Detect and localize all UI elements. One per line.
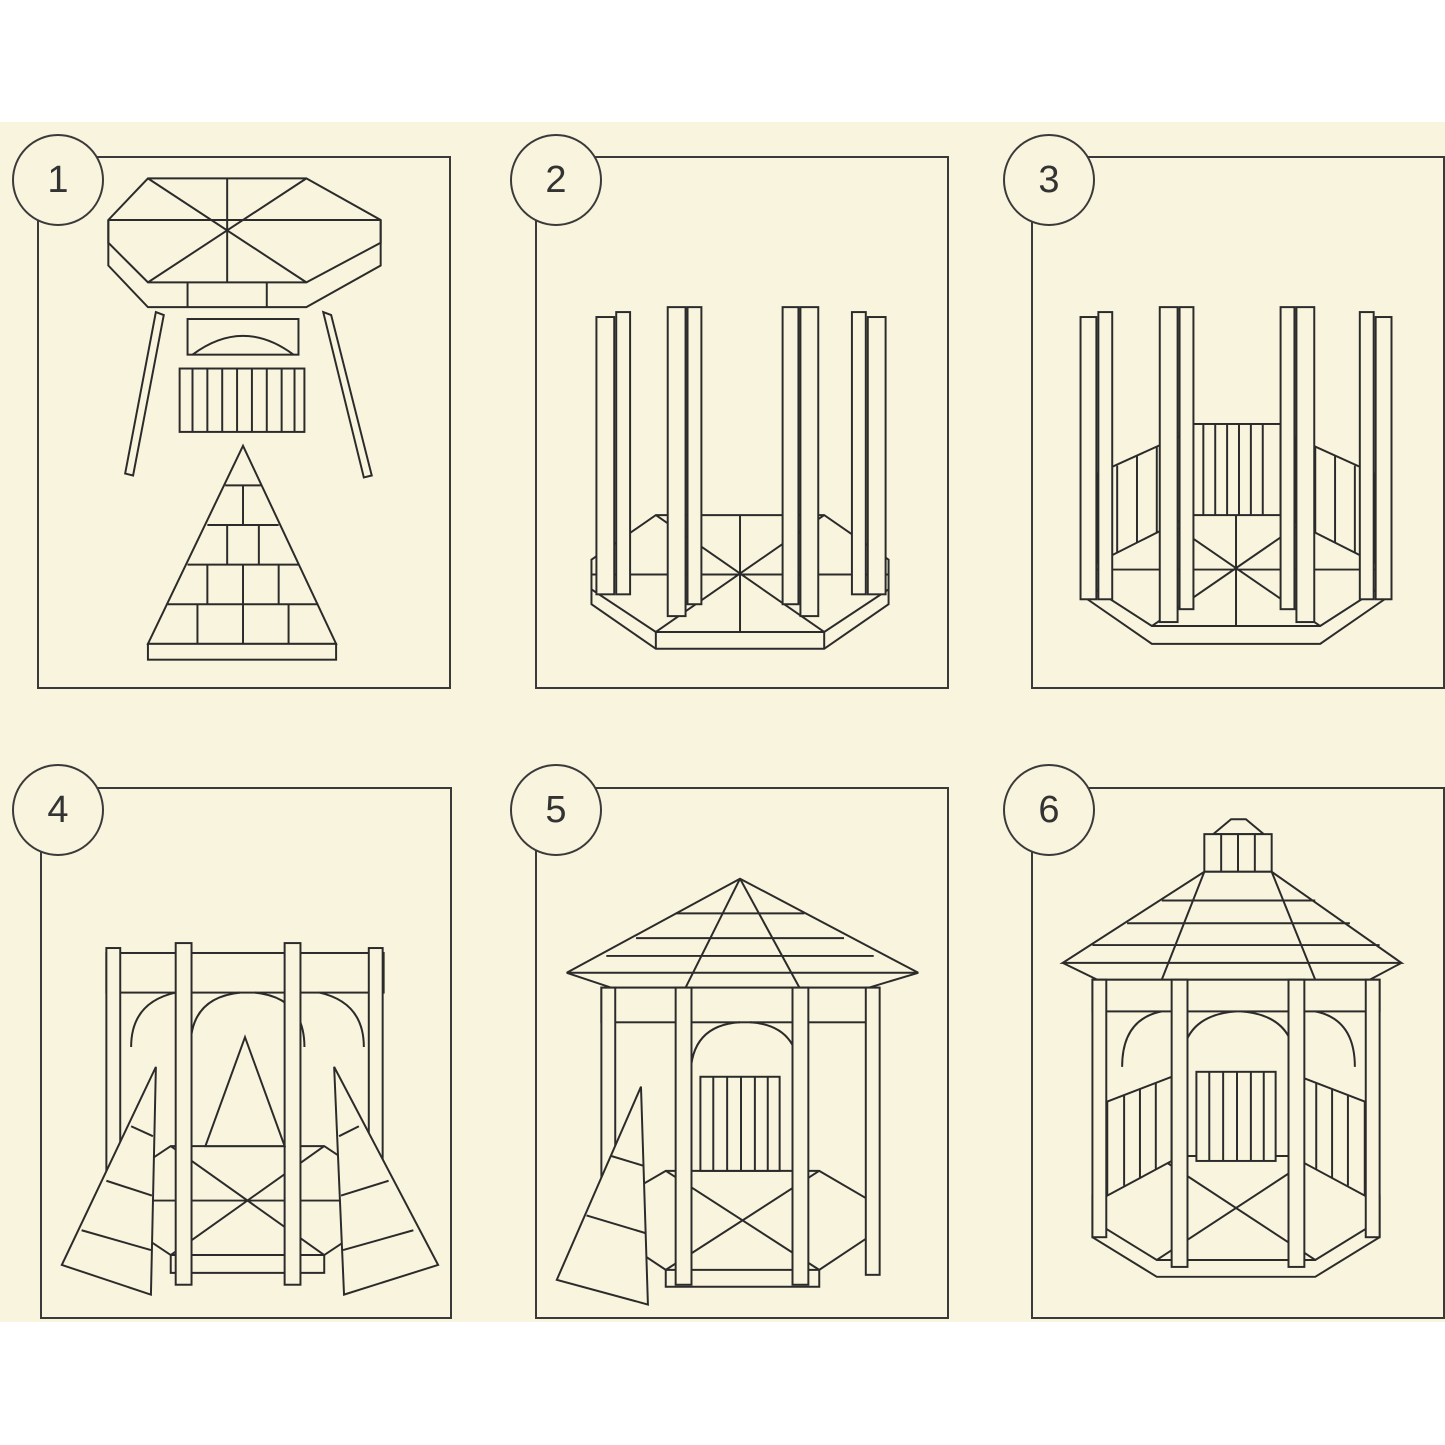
- step-3-railings-illustration: [1079, 306, 1393, 645]
- assembly-sheet: 1 2: [0, 122, 1445, 1322]
- step-2-number-badge: 2: [510, 134, 602, 226]
- step-number: 3: [1038, 158, 1060, 201]
- step-number: 4: [47, 788, 69, 831]
- step-6-completed-gazebo-illustration: [1059, 818, 1405, 1278]
- step-4-panel: [40, 787, 452, 1319]
- step-5-roof-illustration: [555, 877, 919, 1306]
- step-1-parts-illustration: [107, 177, 382, 661]
- step-6-number-badge: 6: [1003, 764, 1095, 856]
- step-6-panel: [1031, 787, 1445, 1319]
- step-number: 1: [47, 158, 69, 201]
- step-4-arches-illustration: [60, 942, 440, 1296]
- step-1-number-badge: 1: [12, 134, 104, 226]
- step-number: 6: [1038, 788, 1060, 831]
- step-5-panel: [535, 787, 949, 1319]
- step-2-posts-illustration: [590, 306, 890, 650]
- step-number: 5: [545, 788, 567, 831]
- step-2-panel: [535, 156, 949, 689]
- step-1-panel: [37, 156, 451, 689]
- step-number: 2: [545, 158, 567, 201]
- step-3-panel: [1031, 156, 1445, 689]
- step-4-number-badge: 4: [12, 764, 104, 856]
- step-3-number-badge: 3: [1003, 134, 1095, 226]
- step-5-number-badge: 5: [510, 764, 602, 856]
